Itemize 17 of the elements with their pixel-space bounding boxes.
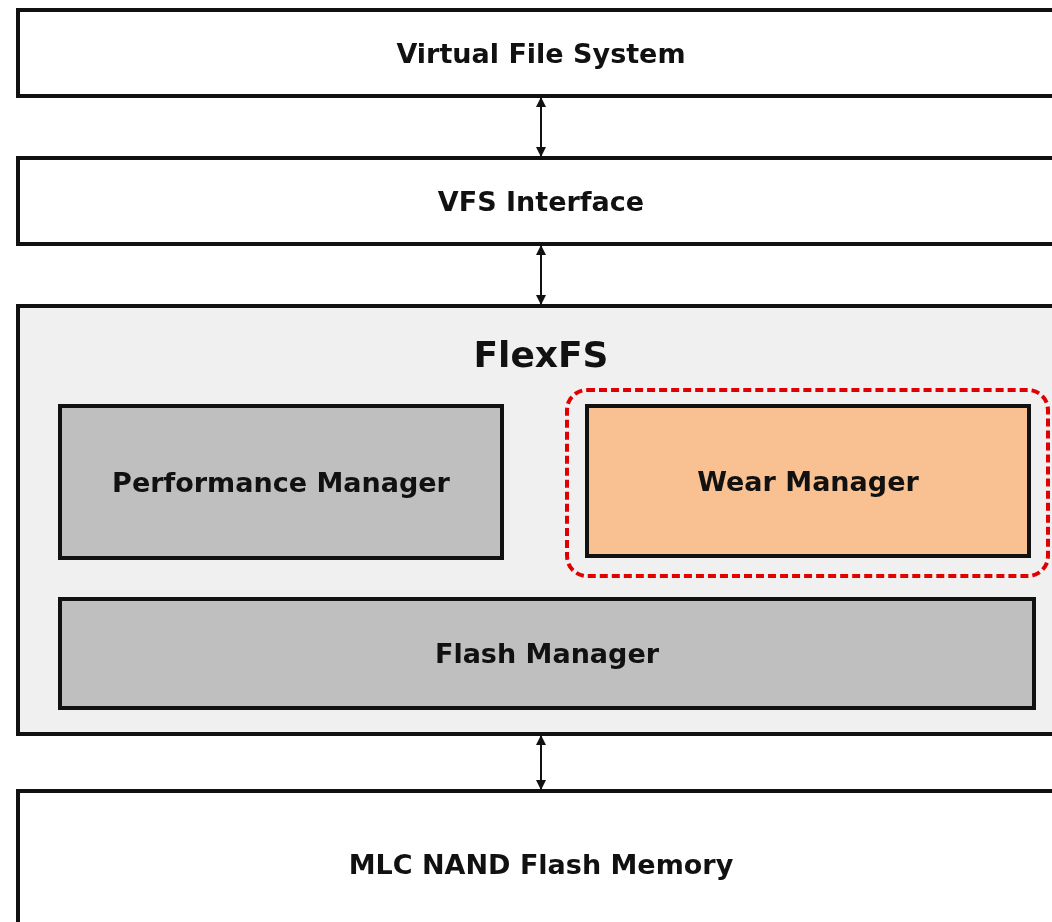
double-arrow bbox=[536, 245, 546, 305]
layer-box bbox=[16, 156, 1052, 246]
module-box bbox=[585, 404, 1031, 558]
layer-box bbox=[16, 8, 1052, 98]
box-label: Virtual File System bbox=[396, 37, 686, 69]
double-arrow bbox=[536, 735, 546, 790]
container-box bbox=[16, 304, 1052, 736]
module-box bbox=[58, 597, 1036, 710]
box-label: VFS Interface bbox=[437, 185, 645, 217]
layer-box bbox=[16, 789, 1052, 922]
double-arrow bbox=[536, 97, 546, 157]
module-box bbox=[58, 404, 504, 560]
box-label: Performance Manager bbox=[112, 466, 450, 498]
box-label: Wear Manager bbox=[697, 465, 919, 497]
container-title: FlexFS bbox=[473, 334, 609, 375]
box-label: Flash Manager bbox=[434, 638, 660, 669]
box-label: MLC NAND Flash Memory bbox=[348, 848, 734, 880]
